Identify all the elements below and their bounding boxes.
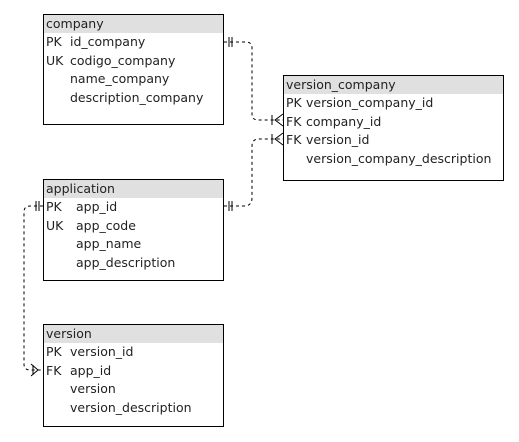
- table-row: FK app_id: [44, 362, 223, 381]
- table-row: version_company_description: [284, 150, 503, 169]
- table-header: company: [44, 15, 223, 33]
- field-key: UK: [46, 52, 64, 68]
- table-row: app_description: [44, 254, 223, 273]
- table-row: app_name: [44, 235, 223, 254]
- table-company[interactable]: company PK id_company UK codigo_company …: [43, 14, 224, 125]
- table-header: application: [44, 180, 223, 198]
- field-name: version_id: [306, 132, 370, 148]
- one-marker-icon: [228, 37, 233, 47]
- relation-company-version-company: [224, 41, 283, 121]
- field-name: version: [70, 381, 116, 397]
- relation-application-version-company: [224, 138, 283, 207]
- table-application[interactable]: application PK app_id UK app_code app_na…: [43, 179, 224, 281]
- many-marker-icon: [30, 363, 39, 377]
- table-row: version: [44, 380, 223, 399]
- table-row: PK id_company: [44, 33, 223, 52]
- field-name: name_company: [70, 71, 170, 87]
- table-row: FK version_id: [284, 131, 503, 150]
- field-name: company_id: [306, 113, 382, 129]
- table-row: FK company_id: [284, 113, 503, 132]
- field-name: version_company_id: [306, 95, 434, 110]
- field-key: FK: [286, 113, 302, 129]
- table-row: UK codigo_company: [44, 52, 223, 71]
- relation-application-version: [23, 205, 43, 371]
- field-name: version_company_description: [306, 150, 492, 166]
- table-row: name_company: [44, 70, 223, 89]
- field-name: app_description: [76, 254, 176, 270]
- field-name: description_company: [70, 89, 204, 105]
- table-row: PK app_id: [44, 198, 223, 217]
- field-name: app_id: [76, 199, 118, 214]
- field-key: PK: [286, 95, 302, 110]
- table-row: version_description: [44, 399, 223, 418]
- table-row: PK version_id: [44, 343, 223, 362]
- table-row: UK app_code: [44, 217, 223, 236]
- field-name: app_code: [76, 217, 136, 233]
- field-name: version_description: [70, 399, 192, 415]
- field-key: FK: [286, 132, 302, 148]
- field-key: PK: [46, 344, 62, 359]
- one-marker-icon: [228, 201, 233, 211]
- table-header: version_company: [284, 76, 503, 94]
- field-name: app_id: [70, 362, 112, 378]
- many-marker-icon: [271, 113, 284, 127]
- field-key: UK: [46, 217, 64, 233]
- one-marker-icon: [35, 201, 40, 211]
- field-name: codigo_company: [70, 52, 176, 68]
- field-key: FK: [46, 362, 62, 378]
- table-version[interactable]: version PK version_id FK app_id version …: [43, 324, 224, 427]
- table-row: PK version_company_id: [284, 94, 503, 113]
- table-version-company[interactable]: version_company PK version_company_id FK…: [283, 75, 504, 181]
- field-key: PK: [46, 199, 62, 214]
- many-marker-icon: [271, 132, 284, 146]
- field-key: PK: [46, 34, 62, 49]
- field-name: app_name: [76, 236, 142, 252]
- table-row: description_company: [44, 89, 223, 108]
- table-header: version: [44, 325, 223, 343]
- field-name: version_id: [70, 344, 134, 359]
- field-name: id_company: [70, 34, 146, 49]
